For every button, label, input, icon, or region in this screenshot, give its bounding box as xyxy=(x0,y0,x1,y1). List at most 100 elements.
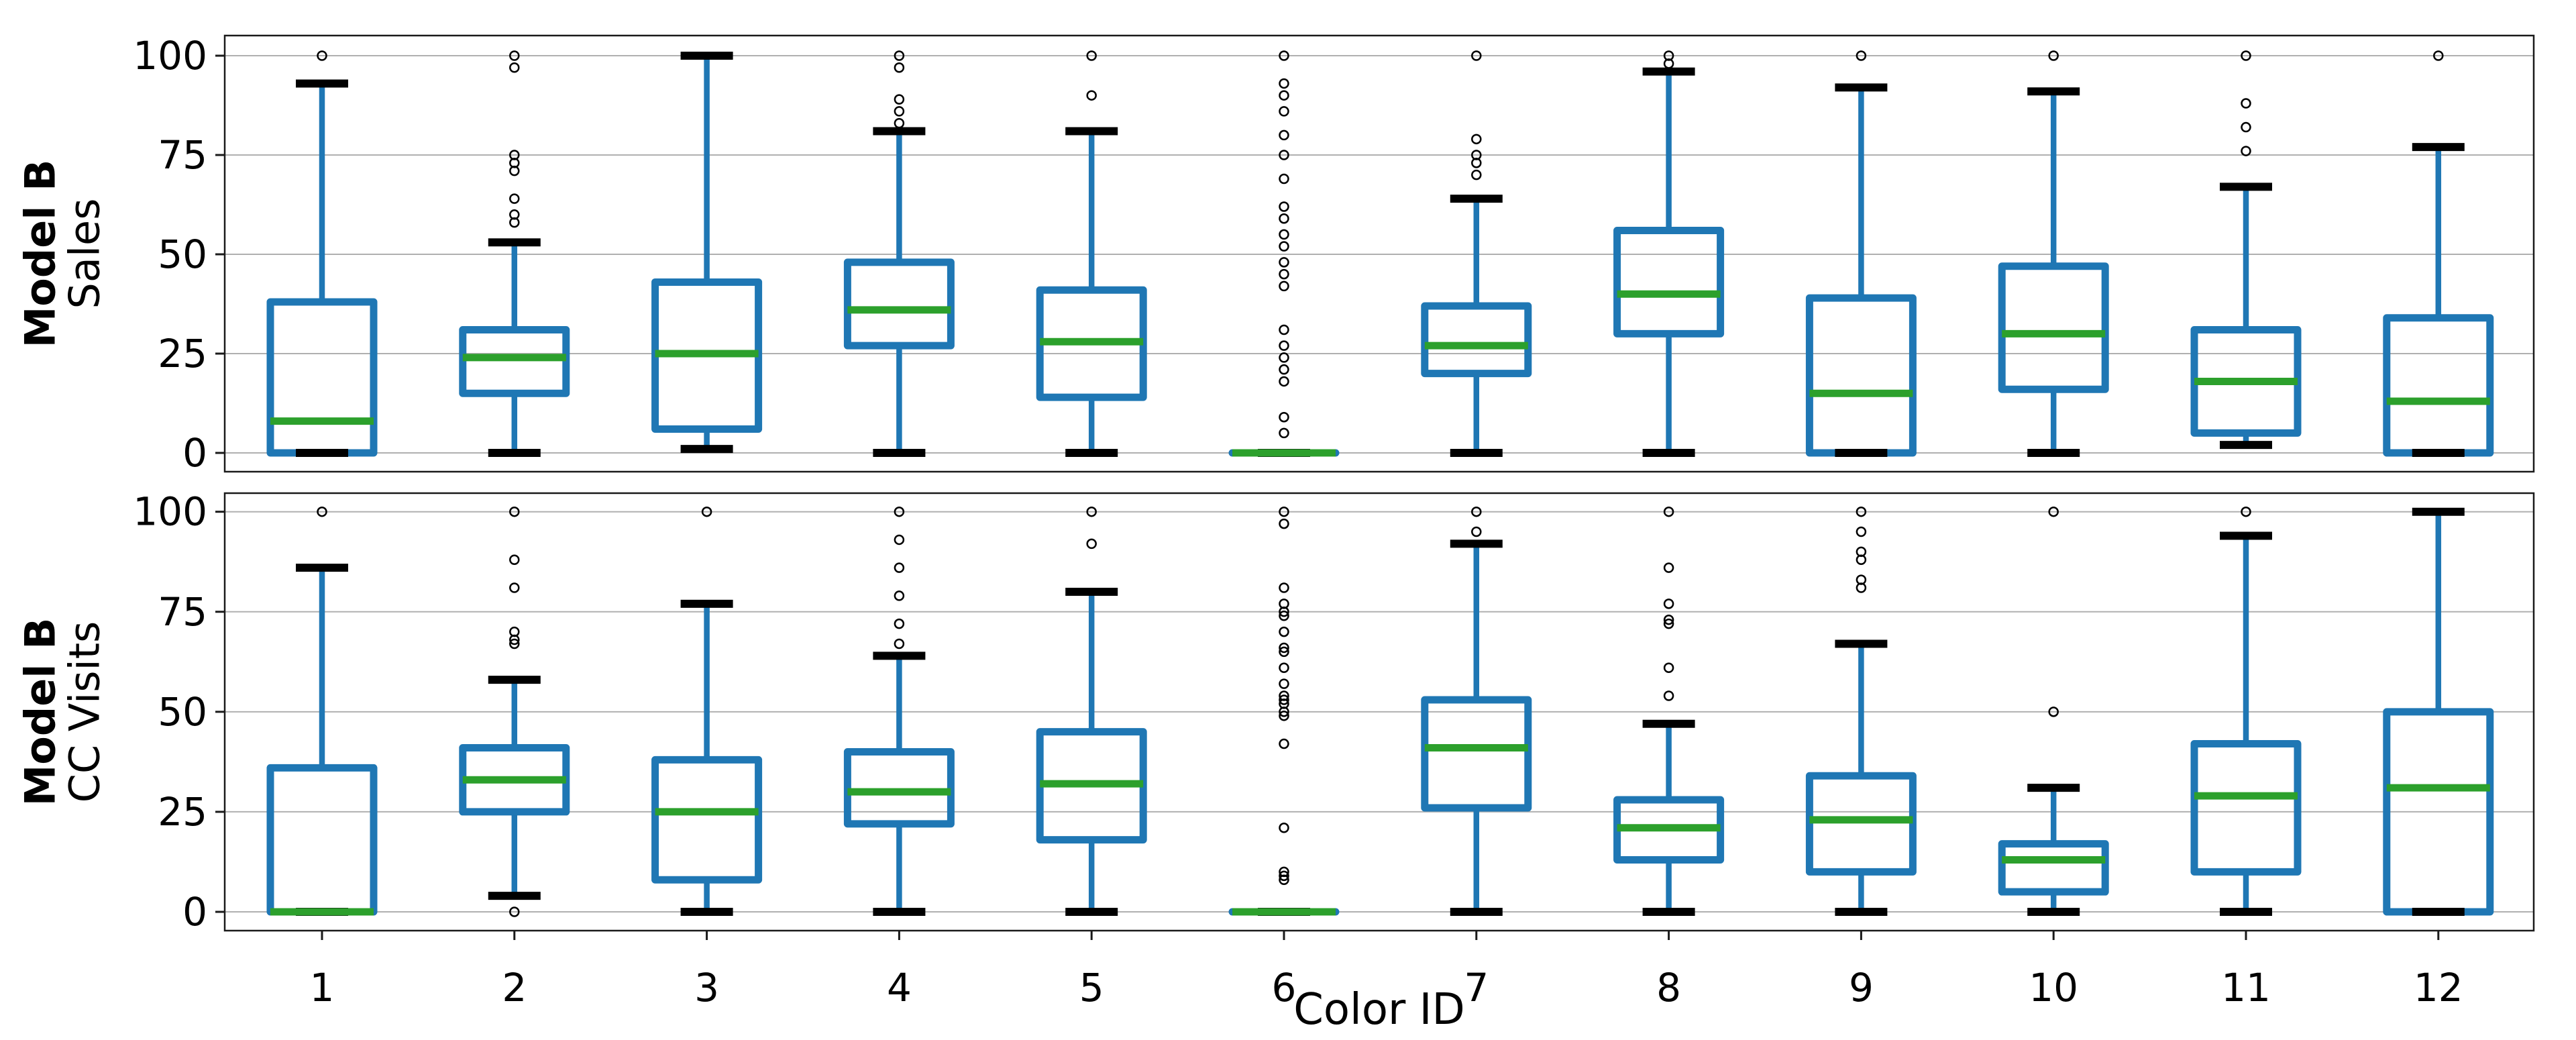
outlier-point xyxy=(1471,506,1482,517)
x-axis-label: Color ID xyxy=(1293,985,1465,1035)
box-iqr xyxy=(1805,294,1917,457)
outlier-point xyxy=(1471,526,1482,537)
outlier-point xyxy=(1279,738,1289,749)
outlier-point xyxy=(1279,690,1289,701)
outlier-point xyxy=(1279,506,1289,517)
outlier-point xyxy=(894,506,905,517)
x-tick-label-1: 1 xyxy=(310,965,335,1010)
outlier-point xyxy=(1279,694,1289,705)
box-group-3 xyxy=(651,52,763,454)
outlier-point xyxy=(1471,50,1482,61)
outlier-point xyxy=(894,94,905,105)
y-tick-label-25: 25 xyxy=(158,789,207,835)
outlier-point xyxy=(1663,50,1674,61)
box-iqr xyxy=(2190,740,2302,876)
outlier-point xyxy=(1279,376,1289,387)
outlier-point xyxy=(1663,506,1674,517)
outlier-point xyxy=(2241,506,2251,517)
box-group-12 xyxy=(2383,50,2494,457)
box-group-8 xyxy=(1613,50,1725,457)
box-group-7 xyxy=(1421,50,1532,457)
outlier-point xyxy=(894,534,905,545)
outlier-point xyxy=(1279,257,1289,268)
box-group-10 xyxy=(1998,506,2109,916)
box-iqr xyxy=(843,258,955,350)
outlier-point xyxy=(1279,626,1289,637)
outlier-point xyxy=(1279,610,1289,621)
y-axis-label-sales: Model B Sales xyxy=(12,36,113,472)
outlier-point xyxy=(1471,169,1482,180)
box-group-2 xyxy=(459,50,570,457)
box-iqr xyxy=(1805,772,1917,876)
outlier-point xyxy=(1663,690,1674,701)
outlier-point xyxy=(2241,50,2251,61)
outlier-point xyxy=(1279,241,1289,252)
x-tick-label-2: 2 xyxy=(502,965,527,1010)
outlier-point xyxy=(1279,599,1289,609)
outlier-point xyxy=(509,193,520,204)
y-axis-title-sales: Sales xyxy=(60,198,109,309)
box-iqr xyxy=(266,764,378,916)
outlier-point xyxy=(1279,268,1289,280)
outlier-point xyxy=(317,506,327,517)
box-iqr xyxy=(651,756,763,884)
x-tick-label-9: 9 xyxy=(1849,965,1874,1010)
box-iqr xyxy=(459,325,570,397)
x-tick-label-6: 6 xyxy=(1272,965,1297,1010)
outlier-point xyxy=(509,62,520,73)
outlier-point xyxy=(1856,574,1867,585)
box-group-4 xyxy=(843,50,955,457)
outlier-point xyxy=(894,62,905,73)
outlier-point xyxy=(1279,213,1289,224)
axes-spines xyxy=(223,492,2535,932)
box-group-5 xyxy=(1036,506,1147,916)
outlier-point xyxy=(1279,678,1289,689)
box-group-4 xyxy=(843,506,955,916)
outlier-point xyxy=(1279,582,1289,593)
outlier-point xyxy=(1279,324,1289,335)
y-tick-label-25: 25 xyxy=(158,331,207,376)
outlier-point xyxy=(509,582,520,593)
outlier-point xyxy=(1279,870,1289,882)
box-group-6 xyxy=(1228,50,1340,457)
y-tick-label-75: 75 xyxy=(158,589,207,635)
outlier-point xyxy=(1279,50,1289,61)
outlier-point xyxy=(509,638,520,649)
outlier-point xyxy=(1086,90,1097,101)
row-label-model-b-top: Model B xyxy=(15,159,65,348)
outlier-point xyxy=(1086,50,1097,61)
outlier-point xyxy=(2433,50,2444,61)
box-group-1 xyxy=(266,50,378,457)
outlier-point xyxy=(1279,411,1289,423)
outlier-point xyxy=(1279,90,1289,101)
outlier-point xyxy=(1279,427,1289,439)
x-tick-label-7: 7 xyxy=(1464,965,1489,1010)
box-group-3 xyxy=(651,506,763,916)
outlier-point xyxy=(1279,340,1289,351)
outlier-point xyxy=(1279,229,1289,240)
outlier-point xyxy=(1663,618,1674,629)
x-tick-label-12: 12 xyxy=(2414,965,2463,1010)
outlier-point xyxy=(317,50,327,61)
axes-spines xyxy=(223,34,2535,473)
outlier-point xyxy=(1279,201,1289,212)
y-axis-title-cc-visits: CC Visits xyxy=(60,621,109,803)
x-tick-label-3: 3 xyxy=(694,965,719,1010)
y-axis-label-cc-visits: Model B CC Visits xyxy=(12,493,113,931)
outlier-point xyxy=(1856,506,1867,517)
y-tick-label-50: 50 xyxy=(158,689,207,735)
x-tick-label-10: 10 xyxy=(2029,965,2078,1010)
box-iqr xyxy=(1421,696,1532,812)
x-tick-label-8: 8 xyxy=(1656,965,1681,1010)
outlier-point xyxy=(1279,518,1289,529)
box-group-5 xyxy=(1036,50,1147,457)
outlier-point xyxy=(1279,78,1289,89)
box-group-7 xyxy=(1421,506,1532,916)
outlier-point xyxy=(509,906,520,917)
outlier-point xyxy=(2048,50,2059,61)
